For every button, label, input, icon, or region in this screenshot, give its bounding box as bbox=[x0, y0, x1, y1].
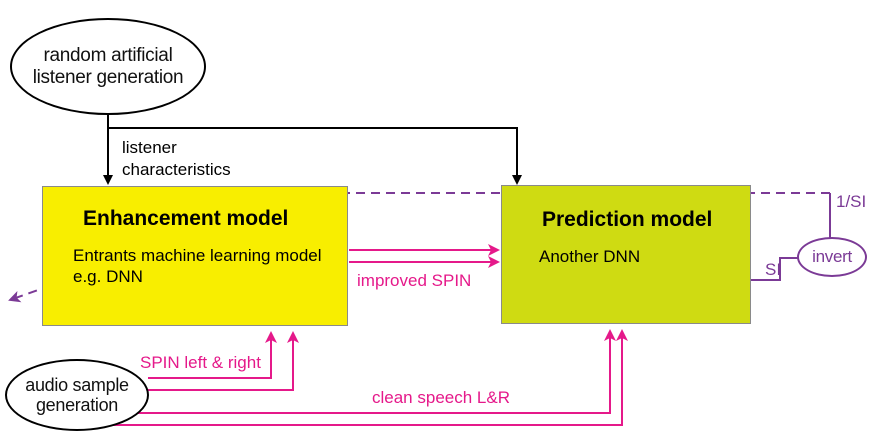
listener-generation-node: random artificial listener generation bbox=[10, 18, 206, 115]
audio-generation-line2: generation bbox=[35, 395, 119, 415]
enhancement-model-title: Enhancement model bbox=[83, 207, 289, 230]
label-spin-left-right: SPIN left & right bbox=[140, 353, 261, 372]
enhancement-model-desc-2: e.g. DNN bbox=[73, 267, 143, 286]
arrow-spin-right bbox=[140, 331, 299, 391]
prediction-model-desc: Another DNN bbox=[539, 247, 641, 266]
enhancement-model-desc-1: Entrants machine learning model bbox=[73, 246, 322, 265]
invert-node: invert bbox=[797, 237, 867, 277]
arrow-listener-to-prediction bbox=[108, 127, 522, 185]
label-si: SI bbox=[765, 260, 782, 279]
arrow-spin-left bbox=[148, 331, 277, 379]
audio-generation-line1: audio sample bbox=[25, 375, 129, 395]
label-improved-spin: improved SPIN bbox=[357, 271, 472, 290]
label-clean-speech: clean speech L&R bbox=[372, 388, 510, 407]
arrow-clean-speech-right bbox=[100, 329, 628, 426]
listener-generation-line1: random artificial bbox=[43, 44, 173, 66]
invert-label: invert bbox=[812, 247, 852, 266]
prediction-model-title: Prediction model bbox=[542, 208, 713, 231]
listener-generation-line2: listener generation bbox=[32, 66, 184, 88]
line-si bbox=[751, 257, 798, 281]
arrow-clean-speech-left bbox=[128, 329, 616, 414]
label-characteristics: characteristics bbox=[122, 160, 231, 179]
enhancement-model-box: Enhancement model Entrants machine learn… bbox=[42, 186, 348, 326]
prediction-model-box: Prediction model Another DNN bbox=[501, 185, 751, 324]
audio-generation-node: audio sample generation bbox=[5, 359, 149, 431]
label-listener: listener bbox=[122, 138, 177, 157]
label-inv-si: 1/SI bbox=[836, 192, 867, 211]
